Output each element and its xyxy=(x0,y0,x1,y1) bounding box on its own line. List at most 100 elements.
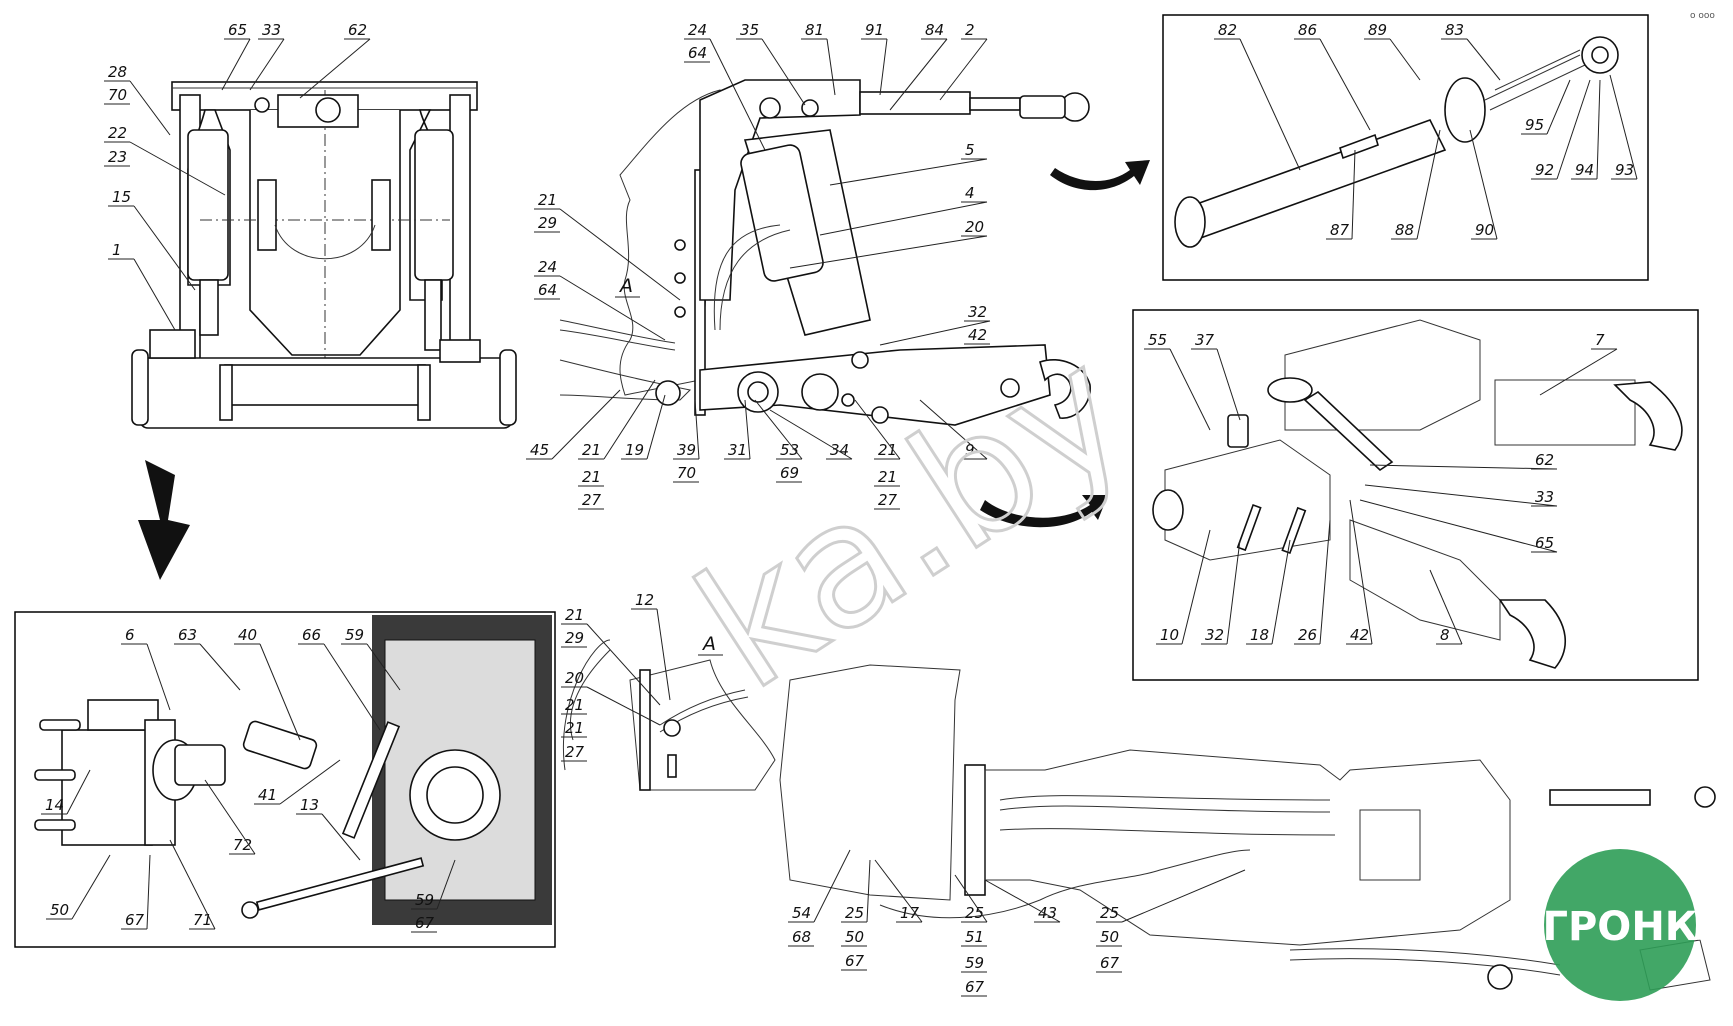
callout-label-32: 32 xyxy=(1205,626,1224,644)
front-view-frame xyxy=(131,81,517,429)
leader-line xyxy=(866,859,871,923)
leader-line xyxy=(656,608,671,701)
callout-label-27: 27 xyxy=(582,491,602,509)
callout-label-55: 55 xyxy=(1148,331,1167,349)
callout-label-29: 29 xyxy=(538,214,557,232)
leader-line xyxy=(1466,38,1501,81)
callout-label-5: 5 xyxy=(965,141,975,159)
callout-label-37: 37 xyxy=(1195,331,1215,349)
callout-label-25: 25 xyxy=(1100,904,1119,922)
leader-line xyxy=(559,208,681,301)
arrow-down-icon xyxy=(138,460,190,580)
leader-line xyxy=(813,849,851,923)
leader-line xyxy=(1556,79,1591,180)
leader-line xyxy=(129,141,226,196)
callout-label-1: 1 xyxy=(112,241,122,259)
leader-line xyxy=(1539,348,1618,396)
callout-label-54: 54 xyxy=(792,904,811,922)
callout-label-72: 72 xyxy=(233,836,252,854)
leader-line xyxy=(744,399,751,460)
view-tag-viewA2: A xyxy=(701,633,716,655)
callout-label-67: 67 xyxy=(125,911,145,929)
callout-label-6: 6 xyxy=(125,626,135,644)
callout-label-32: 32 xyxy=(968,303,987,321)
leader-line xyxy=(323,643,381,731)
callout-label-19: 19 xyxy=(625,441,644,459)
leader-line xyxy=(586,623,661,706)
callout-label-8: 8 xyxy=(1440,626,1450,644)
callout-label-27: 27 xyxy=(565,743,585,761)
leader-line xyxy=(1181,529,1211,645)
callout-label-95: 95 xyxy=(1525,116,1544,134)
leader-line xyxy=(71,854,111,920)
callout-label-62: 62 xyxy=(1535,451,1554,469)
leader-line xyxy=(221,38,251,91)
leader-line xyxy=(559,275,666,341)
callout-label-67: 67 xyxy=(415,914,435,932)
callout-label-15: 15 xyxy=(112,188,131,206)
leader-line xyxy=(1369,464,1558,470)
callout-label-13: 13 xyxy=(300,796,319,814)
callout-label-20: 20 xyxy=(965,218,984,236)
leader-line xyxy=(1609,74,1638,180)
callout-label-9: 9 xyxy=(965,441,975,459)
leader-line xyxy=(889,38,948,111)
callout-label-33: 33 xyxy=(1535,488,1554,506)
leader-line xyxy=(366,643,401,691)
callout-label-21: 21 xyxy=(582,468,601,486)
callout-label-64: 64 xyxy=(538,281,557,299)
leader-line xyxy=(1596,79,1601,180)
view-tags: AA xyxy=(615,275,723,656)
leader-line xyxy=(761,38,806,106)
leader-line xyxy=(694,399,700,460)
leader-line xyxy=(199,643,241,691)
callout-label-62: 62 xyxy=(348,21,367,39)
leader-line xyxy=(819,201,988,236)
callout-label-65: 65 xyxy=(1535,534,1554,552)
leader-line xyxy=(879,320,991,346)
leader-line xyxy=(984,879,1061,923)
leader-line xyxy=(1546,79,1571,135)
leader-line xyxy=(259,643,301,741)
callout-label-21: 21 xyxy=(582,441,601,459)
leader-line xyxy=(1469,129,1498,240)
callout-label-24: 24 xyxy=(688,21,707,39)
detail-cylinder-frame xyxy=(1162,14,1649,281)
callout-label-40: 40 xyxy=(238,626,257,644)
callout-label-66: 66 xyxy=(302,626,321,644)
leader-line xyxy=(789,235,988,269)
leader-line xyxy=(1169,348,1211,431)
section-a-view xyxy=(563,639,776,791)
leader-line xyxy=(874,859,923,923)
view-tag-viewA1: A xyxy=(618,275,633,297)
callout-label-42: 42 xyxy=(968,326,987,344)
callout-label-59: 59 xyxy=(965,954,984,972)
callout-label-67: 67 xyxy=(965,978,985,996)
callout-label-25: 25 xyxy=(845,904,864,922)
detail-exploded-frame xyxy=(14,611,556,948)
leader-line xyxy=(769,409,853,460)
callout-label-59: 59 xyxy=(415,891,434,909)
leader-line xyxy=(204,779,256,855)
leader-line xyxy=(169,839,216,930)
leader-line xyxy=(321,813,361,861)
leader-line xyxy=(919,399,988,460)
callout-label-81: 81 xyxy=(805,21,824,39)
leader-line xyxy=(854,399,901,460)
callout-label-31: 31 xyxy=(728,441,747,459)
callout-label-39: 39 xyxy=(677,441,696,459)
callout-label-12: 12 xyxy=(635,591,654,609)
leader-line xyxy=(1319,519,1331,645)
callout-label-64: 64 xyxy=(688,44,707,62)
callout-label-70: 70 xyxy=(677,464,696,482)
callout-label-21: 21 xyxy=(878,468,897,486)
leader-line xyxy=(939,38,988,101)
callout-label-50: 50 xyxy=(845,928,864,946)
side-view-assembly xyxy=(559,79,1091,426)
arrow-curved-icon xyxy=(980,160,1150,528)
brand-logo: АГРОНКА xyxy=(1512,849,1728,1001)
leader-line xyxy=(603,379,656,460)
callout-label-89: 89 xyxy=(1368,21,1387,39)
